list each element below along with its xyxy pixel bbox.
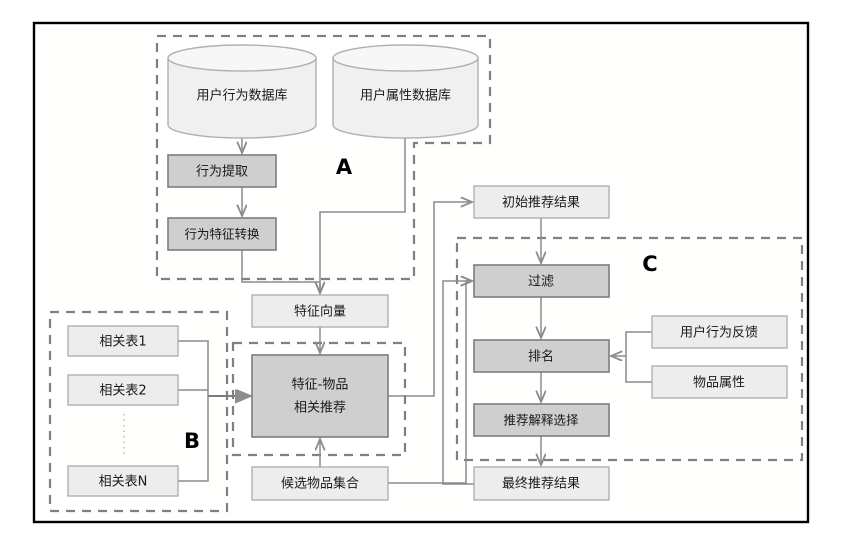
node-behavior-extraction[interactable]: 行为提取 [167,154,277,188]
node-related-table-2[interactable]: 相关表2 [67,374,179,406]
node-related-table-1[interactable]: 相关表1 [67,325,179,357]
node-candidate-item-set[interactable]: 候选物品集合 [251,466,389,501]
connector-table1-to-bus [178,340,209,396]
node-final-recommend-result[interactable]: 最终推荐结果 [473,466,610,501]
group-letter-a: A [336,155,353,179]
node-filter[interactable]: 过滤 [473,264,610,298]
node-user-behavior-db[interactable]: 用户行为数据库 [167,44,317,139]
node-feature-item-recommend[interactable]: 特征-物品 相关推荐 [251,354,389,438]
connector-tablen-to-bus [178,396,209,482]
group-letter-c: C [642,252,657,276]
group-letter-b: B [184,429,200,453]
node-related-table-n[interactable]: 相关表N [67,465,179,497]
connector-finalresult-feedback-to-filter [442,281,474,485]
group-a-outline [155,34,492,281]
connector-feedback-to-ranking [611,331,652,356]
group-c-outline [455,236,804,462]
node-behavior-feature-transform[interactable]: 行为特征转换 [167,217,277,251]
node-user-behavior-feedback[interactable]: 用户行为反馈 [651,315,788,349]
node-feature-vector[interactable]: 特征向量 [251,294,389,328]
connector-itemattr-to-ranking [625,356,652,383]
node-recommend-explanation-select[interactable]: 推荐解释选择 [473,403,610,437]
connector-attributedb-to-featurevector [320,138,406,293]
node-ranking[interactable]: 排名 [473,339,610,373]
group-b-outline [48,310,229,513]
connector-recommend-to-initialresult [388,202,472,397]
node-user-attribute-db[interactable]: 用户属性数据库 [332,44,479,139]
node-initial-recommend-result[interactable]: 初始推荐结果 [473,185,610,219]
node-item-attribute[interactable]: 物品属性 [651,365,788,399]
